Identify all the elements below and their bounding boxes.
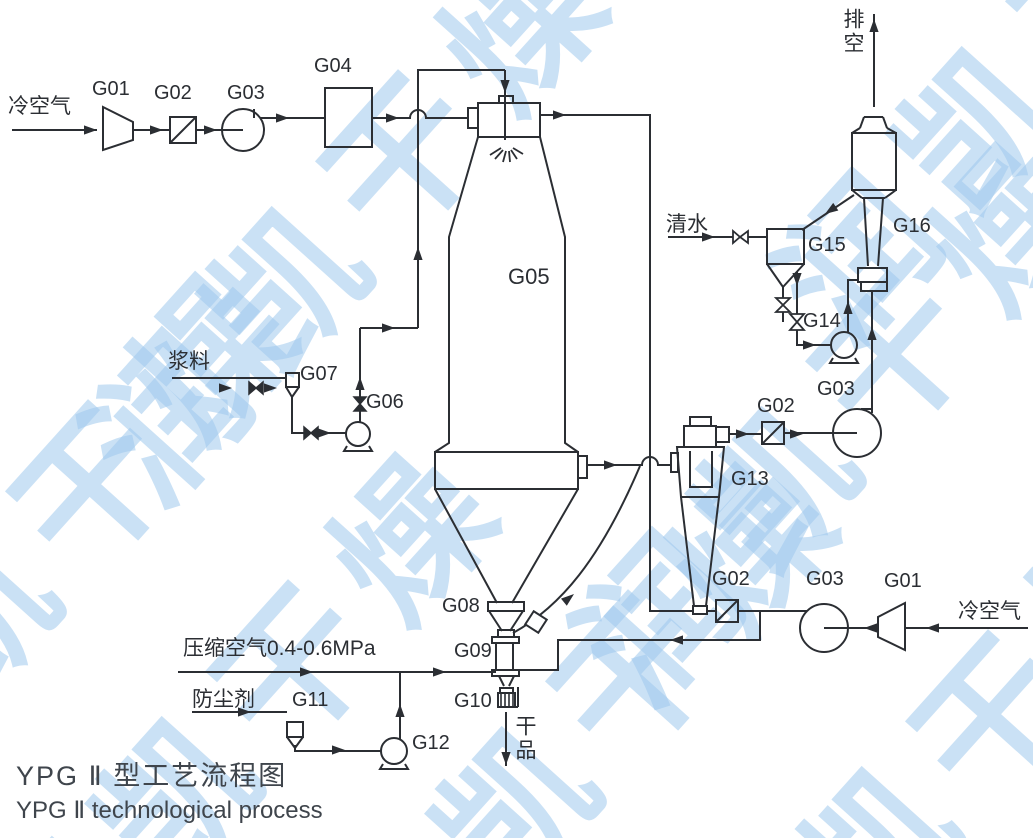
label-g01-top: G01 <box>92 78 130 100</box>
pipe <box>291 397 346 434</box>
stream-label-compressed-air: 压缩空气0.4-0.6MPa <box>183 637 376 660</box>
scrubber-pump <box>828 331 860 364</box>
pipe <box>796 272 831 346</box>
g01-air-inlet-bottom <box>877 601 906 652</box>
stream-label-cold-air-bottom: 冷空气 <box>958 600 1021 623</box>
valve-icon <box>248 380 368 441</box>
stream-label-slurry: 浆料 <box>168 350 210 373</box>
label-g06: G06 <box>366 391 404 413</box>
label-g10: G10 <box>454 690 492 712</box>
g02-filter-bottom <box>715 599 739 623</box>
valve-icon <box>732 229 806 331</box>
pipe <box>847 279 858 333</box>
label-g02-top: G02 <box>154 82 192 104</box>
g01-air-inlet-top <box>102 105 134 152</box>
label-g02-mid: G02 <box>757 395 795 417</box>
g09-cooling-pipe <box>491 636 520 687</box>
g02-filter-top <box>169 116 197 144</box>
stream-label-dust-agent: 防尘剂 <box>192 688 255 711</box>
feed-pump <box>342 421 374 452</box>
stream-label-exhaust: 排空 <box>841 8 865 56</box>
tower-outlet-line <box>587 456 671 466</box>
label-g03-top: G03 <box>227 82 265 104</box>
g07-slurry-hopper <box>285 372 300 398</box>
g12-pump <box>378 737 410 770</box>
g14-valve <box>788 313 806 331</box>
diagram-title-en: YPG Ⅱ technological process <box>16 797 323 824</box>
g10-rotary-valve <box>497 687 519 708</box>
label-g16: G16 <box>893 215 931 237</box>
feed-riser <box>417 69 505 328</box>
g08-discharge-cone <box>487 601 525 638</box>
check-valve-icon <box>523 609 549 635</box>
g03-fan-bottom <box>799 603 849 653</box>
label-g02-bottom: G02 <box>712 568 750 590</box>
g13-cyclone <box>670 416 730 615</box>
stream-label-cold-air-top: 冷空气 <box>8 95 71 118</box>
g03-fan-mid <box>832 408 882 458</box>
cyclone-airlock <box>692 605 708 615</box>
g06-valve <box>352 396 368 412</box>
label-g01-bottom: G01 <box>884 570 922 592</box>
stream-label-clean-water: 清水 <box>666 213 708 236</box>
label-g08: G08 <box>442 595 480 617</box>
label-g03-mid: G03 <box>817 378 855 400</box>
label-g03-bottom: G03 <box>806 568 844 590</box>
label-g04: G04 <box>314 55 352 77</box>
label-g11: G11 <box>292 689 329 711</box>
label-g15: G15 <box>808 234 846 256</box>
label-g07: G07 <box>300 363 338 385</box>
stream-label-dry-product: 干品 <box>513 715 537 763</box>
g02-filter-mid <box>761 421 785 445</box>
spray-icon <box>489 147 524 163</box>
g05-drying-tower <box>434 70 588 604</box>
g16-wet-scrubber <box>851 116 897 292</box>
conveying-line <box>514 611 761 671</box>
label-g12: G12 <box>412 732 450 754</box>
label-g05: G05 <box>508 264 550 289</box>
pipe <box>294 745 381 752</box>
diagram-title-cn: YPG Ⅱ 型工艺流程图 <box>16 761 288 791</box>
top-bleed-line <box>540 114 693 612</box>
g11-hopper <box>286 721 304 749</box>
g04-heater <box>324 87 373 148</box>
label-g14: G14 <box>803 310 841 332</box>
g03-fan-top <box>221 108 265 152</box>
label-g13: G13 <box>731 468 769 490</box>
label-g09: G09 <box>454 640 492 662</box>
